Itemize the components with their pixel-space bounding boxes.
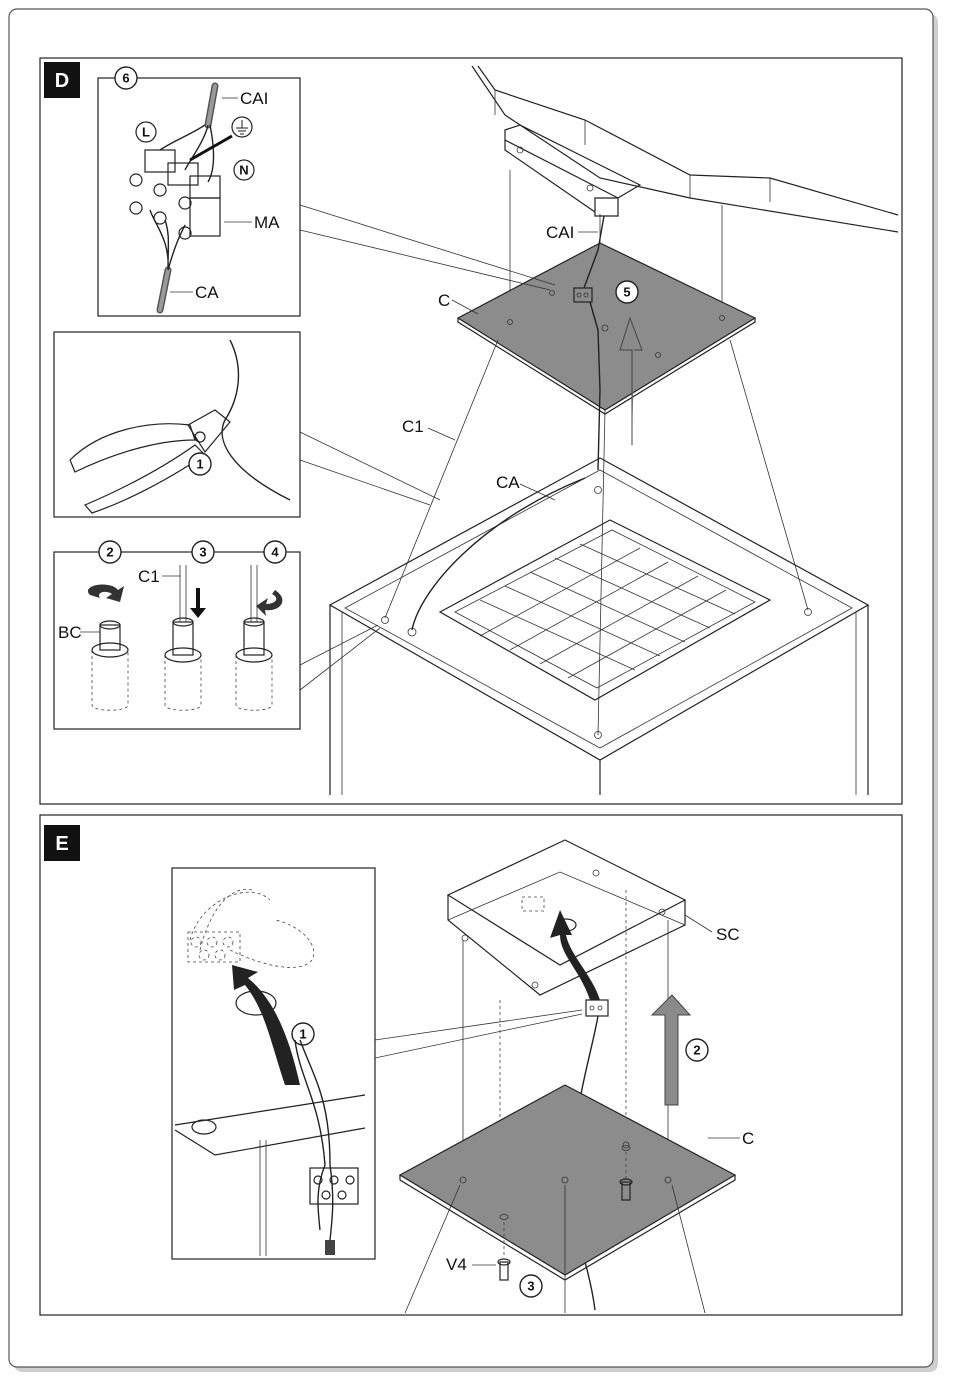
label-c1-detail: C1 [138,567,160,586]
lift-arrow-e [650,994,692,1106]
label-cai-main: CAI [546,223,574,242]
ceiling-bracket [504,124,642,217]
terminal-block [573,287,593,303]
detail-pliers: 1 [53,331,301,518]
label-ca-detail: CA [195,283,219,302]
label-v4: V4 [446,1255,467,1274]
lift-arrow [619,316,643,445]
label-ca-main: CA [496,473,520,492]
detail-cable-blocks: BC C1 2 3 4 [53,540,301,730]
step-3-number-d: 3 [199,545,206,560]
step-2-number-e: 2 [693,1043,700,1058]
terminal-block-e [585,999,609,1017]
section-e-frame [39,814,903,1316]
ca-wire [589,301,601,471]
section-d: D [39,57,903,805]
label-ma: MA [254,213,280,232]
insert-arrow [550,910,600,1000]
cai-wire [583,215,605,289]
step-4-number-d: 4 [271,545,279,560]
label-cai-detail: CAI [240,89,268,108]
screw-v4 [497,1145,633,1281]
insert-arrow-detail [232,965,300,1085]
section-e-badge [44,825,80,861]
section-e: E SC 2 [39,814,903,1316]
step-6-number: 6 [122,71,129,86]
section-d-badge [44,62,80,98]
ceiling-slab [471,65,899,233]
callout-line-detail-6 [299,204,556,291]
step-2-number-d: 2 [106,545,113,560]
live-marker: L [142,125,150,140]
callout-line-detail-234 [299,624,381,691]
step-5-marker [615,280,639,304]
step-1-number-d: 1 [196,457,203,472]
step-3-number-e: 3 [527,1279,534,1294]
steel-cable-c1 [384,339,499,619]
hood-body [328,457,870,795]
callout-line-e [374,1009,583,1059]
step-5-number: 5 [623,285,630,300]
steel-cable-c1 [597,409,606,736]
section-d-badge-label: D [55,70,69,92]
callout-line-detail-1 [299,431,441,506]
label-c-main: C [438,291,450,310]
label-c-e: C [742,1129,754,1148]
step-1-number-e: 1 [299,1027,306,1042]
ceiling-support-sc [446,839,687,996]
section-d-frame [39,57,903,805]
label-bc: BC [58,623,82,642]
label-c1-main: C1 [402,417,424,436]
detail-connection: 1 [171,867,376,1260]
label-sc: SC [716,925,740,944]
neutral-marker: N [239,163,248,178]
section-e-badge-label: E [55,833,68,855]
detail-wiring: 6 L N CAI MA CA [97,66,301,317]
